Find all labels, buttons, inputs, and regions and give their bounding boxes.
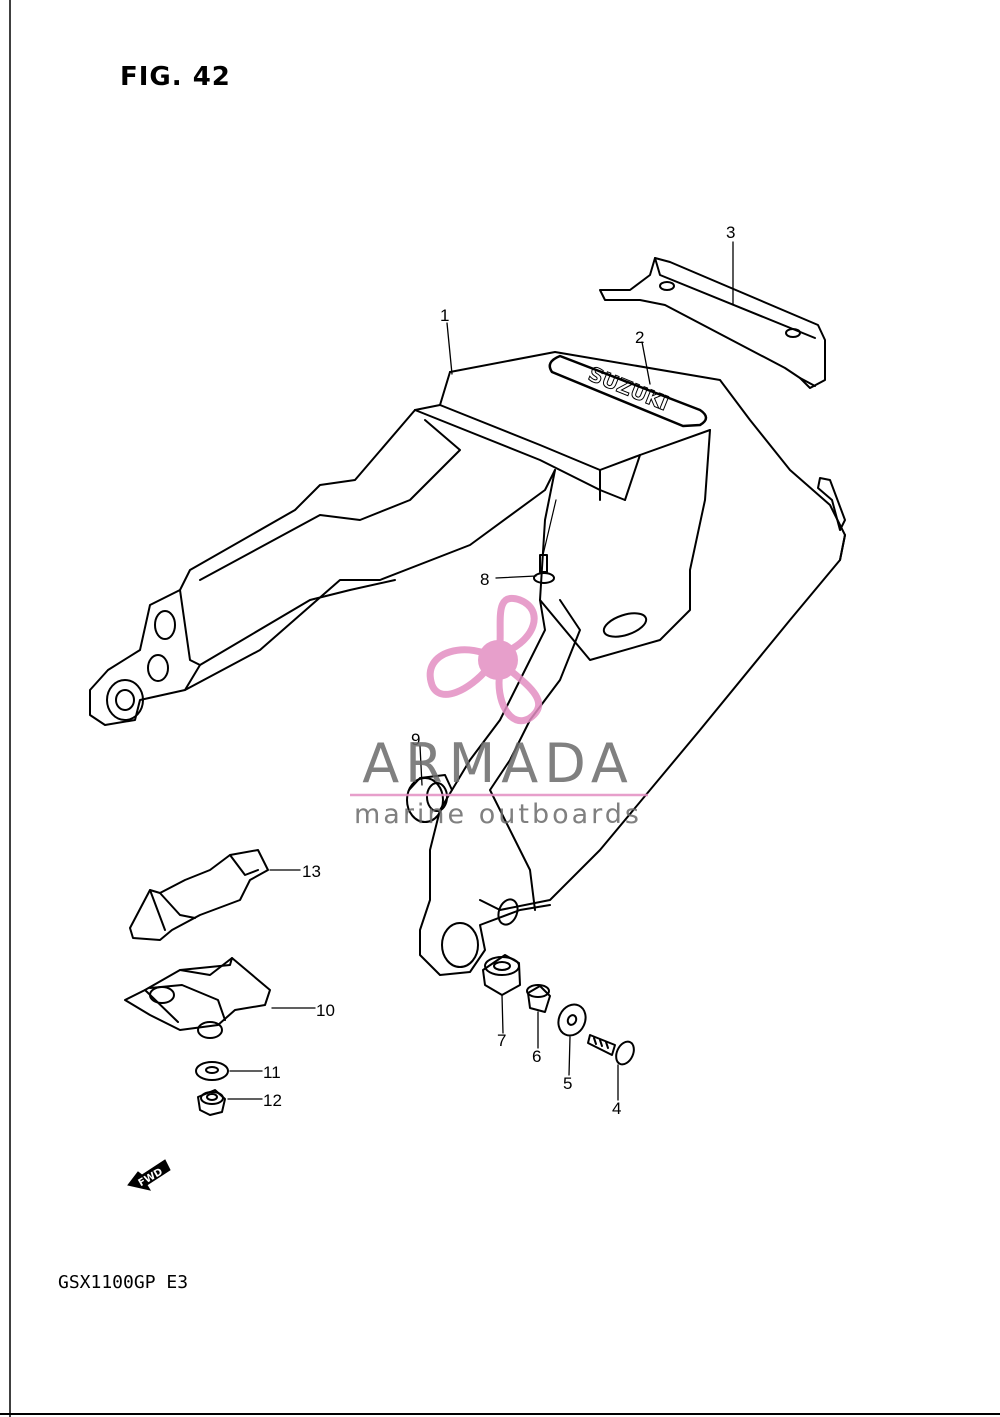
bolt-4 [587,1034,635,1066]
callout-1: 1 [440,306,449,325]
figure-title: FIG. 42 [120,62,231,92]
leader-lines [227,241,734,1101]
propeller-logo-icon [426,594,543,725]
callout-13: 13 [302,862,321,881]
callout-2: 2 [635,328,644,347]
callout-8: 8 [480,570,489,589]
washer-5 [557,1003,587,1037]
rear-bracket [599,257,826,389]
callout-11: 11 [263,1063,281,1082]
bushing-7 [482,954,521,996]
callout-6: 6 [532,1047,541,1066]
callout-3: 3 [726,223,735,242]
collar-6 [526,984,551,1013]
suzuki-emblem [548,354,708,428]
watermark-tagline: marine outboards [354,799,642,830]
callout-10: 10 [316,1001,335,1020]
callout-9: 9 [411,730,420,749]
holder-plate-10 [124,957,271,1039]
callout-labels: 1 2 3 4 5 6 7 8 9 10 11 12 13 [263,223,735,1118]
watermark-name: ARMADA [362,732,634,795]
forward-arrow: FWD [127,1159,171,1191]
callout-4: 4 [612,1099,621,1118]
washer-11 [195,1061,229,1081]
seat-tail-cowl [89,351,846,976]
callout-5: 5 [563,1074,572,1093]
callout-12: 12 [263,1091,282,1110]
armada-watermark: ARMADA marine outboards [350,594,648,830]
strap-plate-13 [129,849,269,941]
nut-12 [197,1089,226,1116]
screw-8 [533,499,557,584]
grommet-9 [406,774,453,823]
model-code: GSX1100GP E3 [58,1272,189,1293]
callout-7: 7 [497,1031,506,1050]
